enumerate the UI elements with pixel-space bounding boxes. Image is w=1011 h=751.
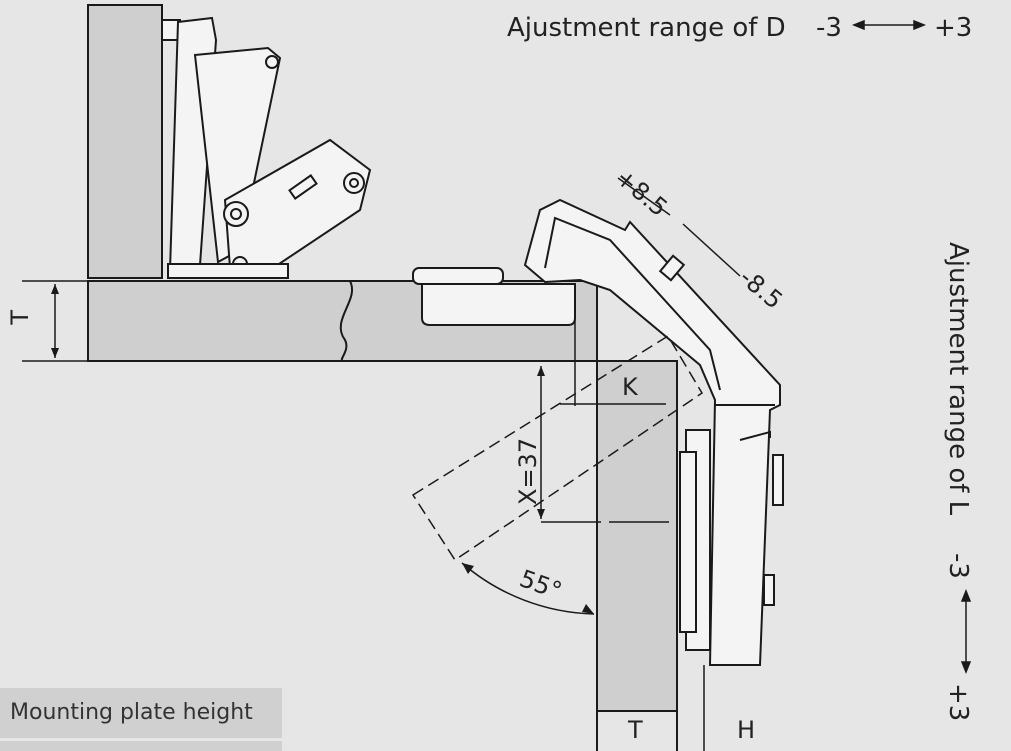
hinge-arm	[523, 198, 784, 666]
depth-plus-label: +8.5	[610, 163, 673, 222]
adjust-d-label: Ajustment range of D	[507, 13, 786, 43]
thickness-bottom-label: T	[627, 716, 643, 744]
hinge-top-mechanism	[161, 16, 372, 279]
upper-door-panel	[87, 4, 163, 279]
thickness-side-label: T	[6, 310, 34, 326]
rotated-door-outline	[411, 334, 704, 562]
adjust-l-max: +3	[943, 683, 973, 721]
adjust-l-label: Ajustment range of L	[943, 242, 973, 516]
mounting-plate-height-tab[interactable]: Mounting plate height	[0, 688, 282, 738]
dimension-lines	[22, 177, 741, 615]
angle-label: 55°	[516, 564, 566, 605]
break-line	[339, 280, 353, 362]
d-adjust-arrow	[851, 19, 927, 31]
adjust-l-min: -3	[943, 553, 973, 579]
h-label: H	[737, 716, 755, 744]
l-adjust-arrow	[960, 588, 972, 675]
k-label: K	[622, 373, 639, 401]
x-dimension-label: X=37	[514, 438, 542, 505]
depth-minus-label: -8.5	[734, 263, 788, 315]
adjust-d-min: -3	[816, 13, 842, 43]
tab-underline	[0, 741, 282, 751]
vertical-panel	[596, 360, 678, 712]
arrowheads	[51, 284, 594, 614]
adjust-d-max: +3	[934, 13, 972, 43]
